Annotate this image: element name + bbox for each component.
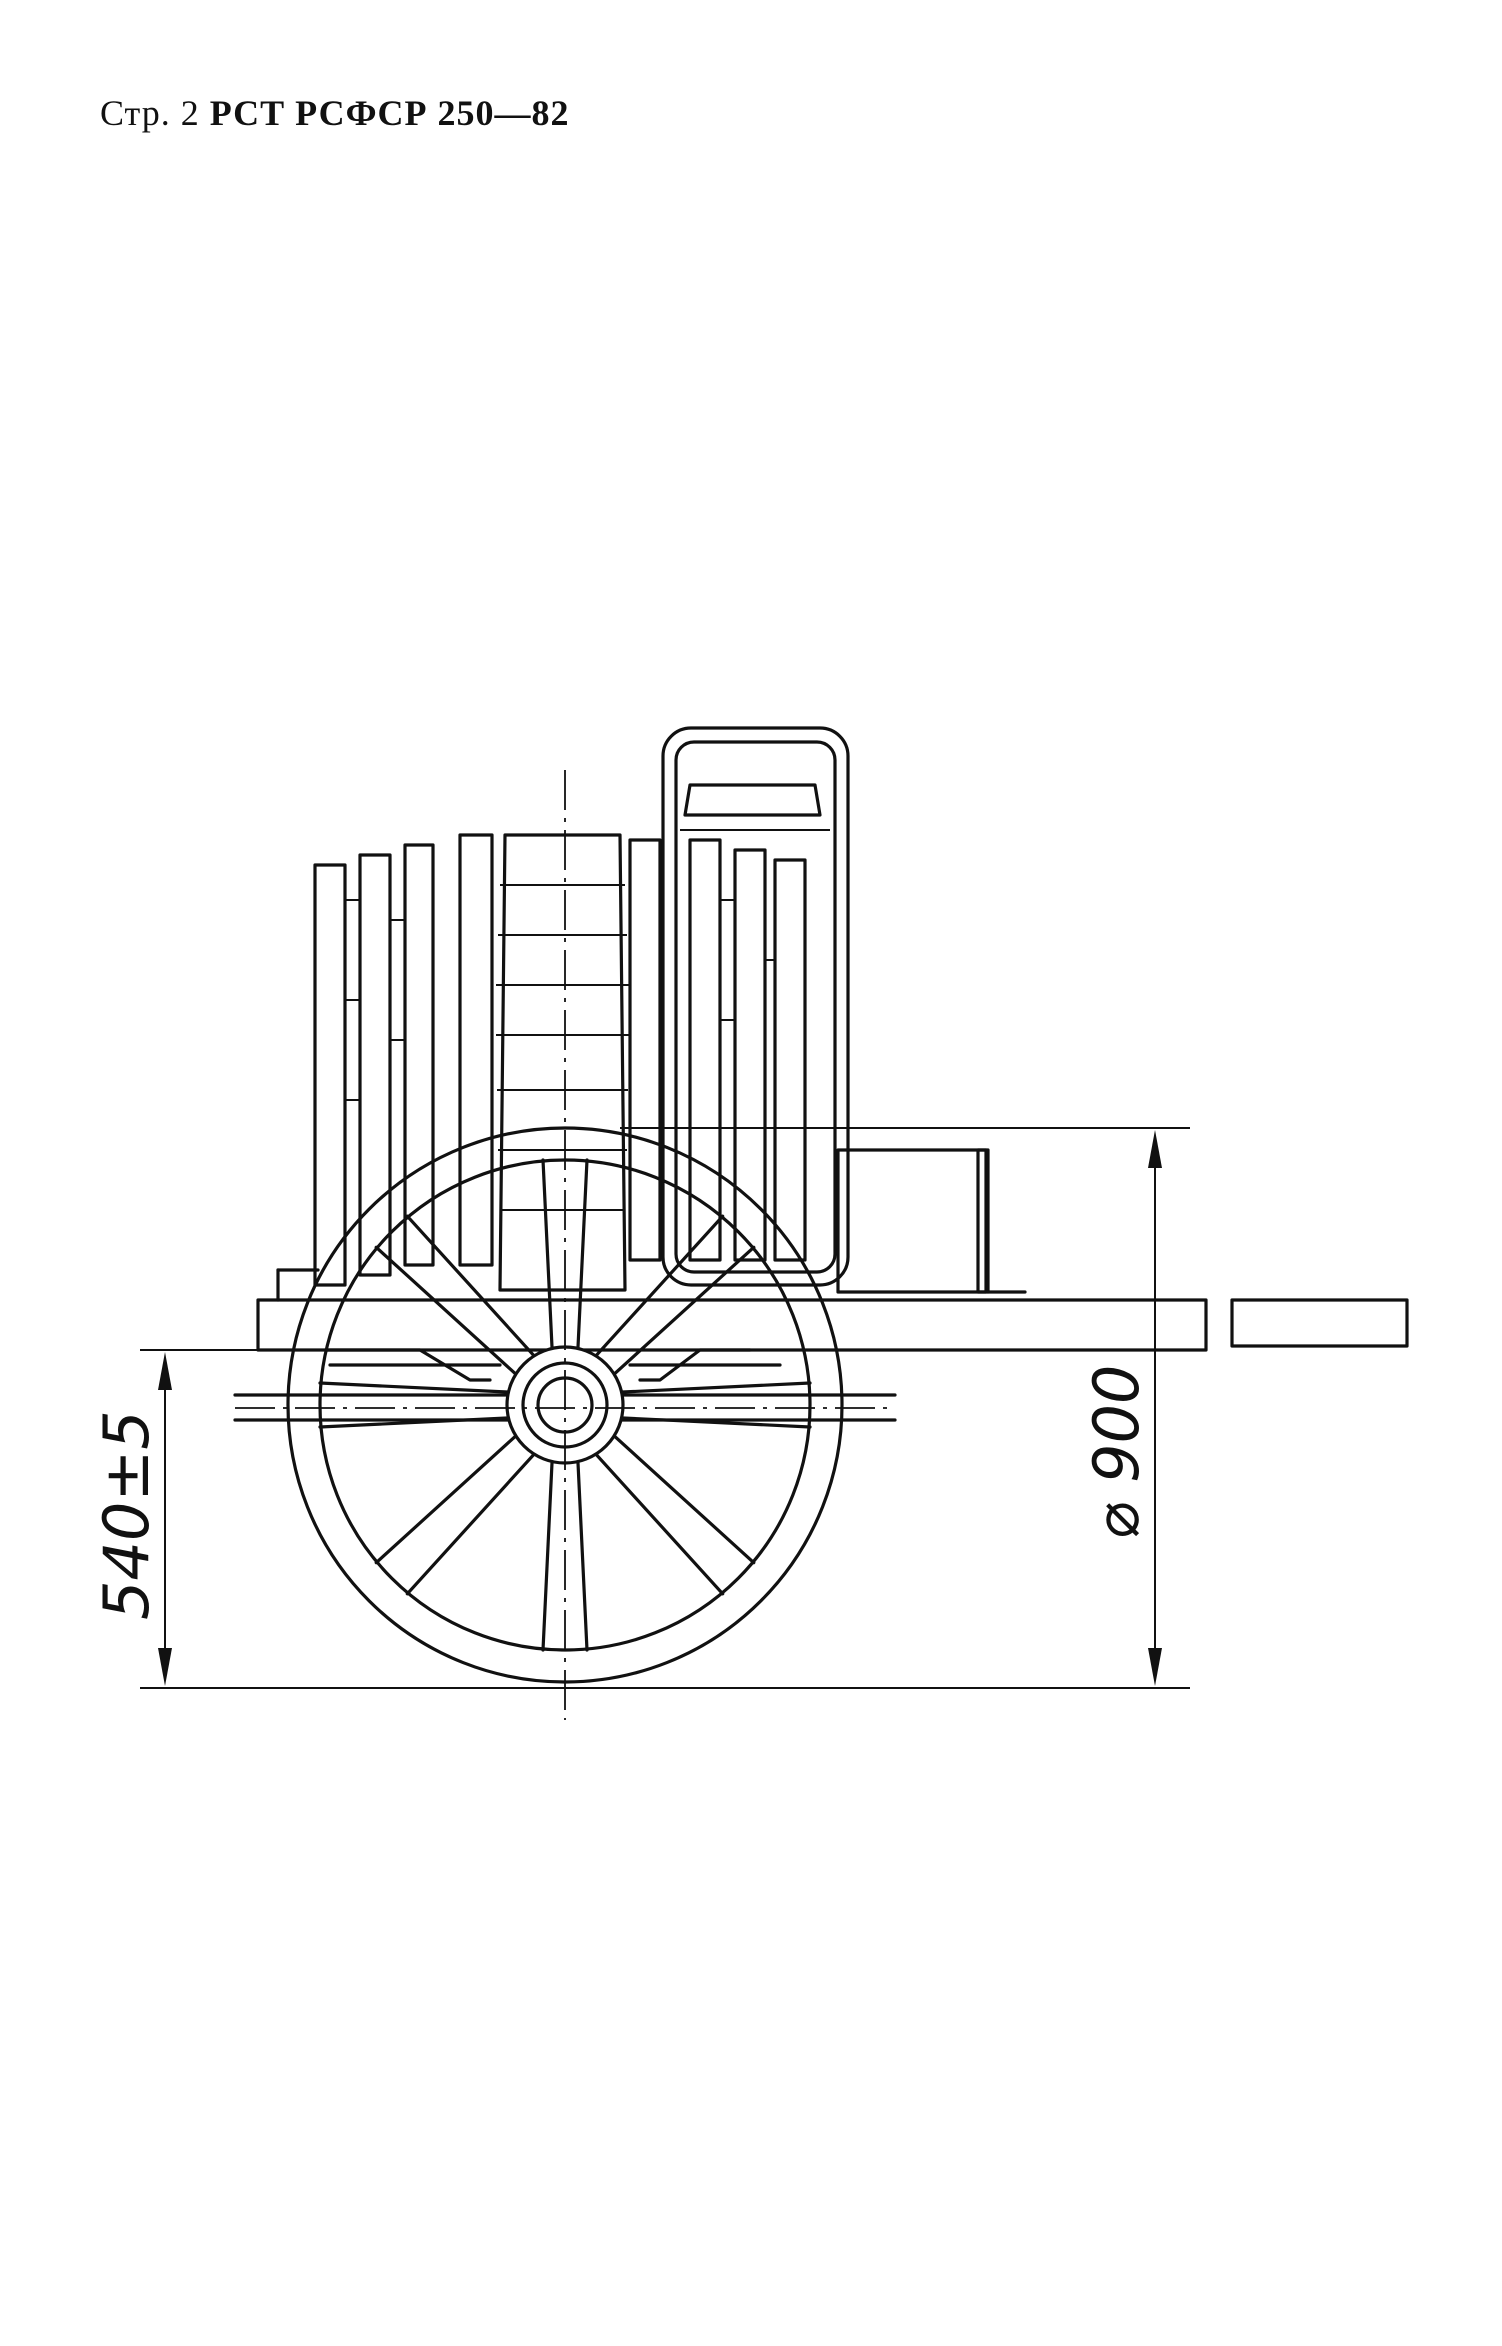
page-number: Стр. 2 (100, 93, 200, 133)
platform (233, 1268, 1409, 1422)
axle-height-label: 540±5 (90, 1410, 163, 1620)
standard-code: РСТ РСФСР 250—82 (209, 93, 570, 133)
crate-slats (313, 833, 807, 1287)
wheel-diameter-label: ⌀ 900 (1080, 1365, 1153, 1540)
dimension-axle-height: 540±5 (90, 1349, 1190, 1689)
dimension-wheel-diameter: ⌀ 900 (620, 1127, 1190, 1686)
barrel (496, 833, 629, 1292)
center-lines (235, 770, 895, 1720)
handle-frame (661, 726, 850, 1287)
front-box (836, 1148, 1027, 1294)
page-header: Стр. 2 РСТ РСФСР 250—82 (100, 92, 570, 134)
